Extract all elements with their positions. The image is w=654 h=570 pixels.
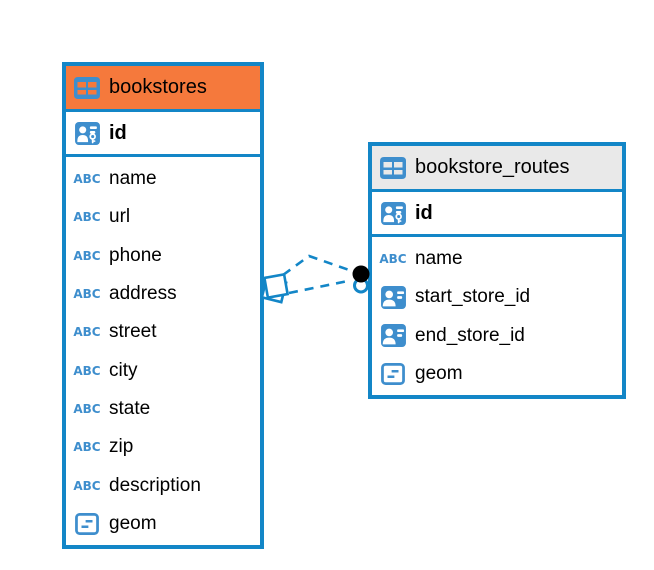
column-row-city[interactable]: ABC city <box>66 351 260 389</box>
column-name: end_store_id <box>415 324 525 346</box>
one-end-marker <box>352 265 370 294</box>
table-bookstores[interactable]: bookstores id ABC name ABC url ABC phone… <box>62 62 264 549</box>
primary-key-icon <box>73 122 101 145</box>
column-name: phone <box>109 244 162 266</box>
column-name: name <box>109 168 157 190</box>
geometry-type-icon <box>379 363 407 385</box>
connector-line-upper[interactable] <box>282 254 353 277</box>
text-type-icon: ABC <box>73 287 101 302</box>
table-title: bookstore_routes <box>415 156 570 178</box>
column-name: city <box>109 359 138 381</box>
table-title: bookstores <box>109 76 207 98</box>
many-end-marker <box>260 272 290 304</box>
column-name: name <box>415 248 463 270</box>
table-icon <box>73 77 101 99</box>
text-type-icon: ABC <box>73 363 101 378</box>
primary-key-icon <box>379 202 407 225</box>
reference-icon <box>379 286 407 309</box>
column-name: geom <box>415 362 463 384</box>
column-row-url[interactable]: ABC url <box>66 198 260 236</box>
column-name: address <box>109 283 177 305</box>
column-name: geom <box>109 512 157 534</box>
primary-key-row[interactable]: id <box>66 112 260 157</box>
column-row-phone[interactable]: ABC phone <box>66 237 260 275</box>
text-type-icon: ABC <box>73 172 101 187</box>
column-row-end-store-id[interactable]: end_store_id <box>372 317 622 355</box>
primary-key-name: id <box>415 201 433 224</box>
text-type-icon: ABC <box>73 440 101 455</box>
primary-key-name: id <box>109 121 127 144</box>
column-name: street <box>109 321 157 343</box>
column-name: state <box>109 397 151 419</box>
table-icon <box>379 157 407 179</box>
column-list: ABC name start_store_id end_store_id ge <box>372 237 622 395</box>
text-type-icon: ABC <box>73 210 101 225</box>
column-row-state[interactable]: ABC state <box>66 390 260 428</box>
geometry-type-icon <box>73 513 101 535</box>
column-row-address[interactable]: ABC address <box>66 275 260 313</box>
column-name: description <box>109 474 201 496</box>
column-row-zip[interactable]: ABC zip <box>66 428 260 466</box>
text-type-icon: ABC <box>73 478 101 493</box>
table-bookstore-routes-header[interactable]: bookstore_routes <box>372 146 622 192</box>
column-name: url <box>109 206 131 228</box>
column-row-street[interactable]: ABC street <box>66 313 260 351</box>
column-row-name[interactable]: ABC name <box>372 240 622 278</box>
column-name: start_store_id <box>415 286 531 308</box>
column-row-description[interactable]: ABC description <box>66 466 260 504</box>
connector-line-lower[interactable] <box>288 279 349 295</box>
relationship-connector[interactable] <box>260 254 370 304</box>
text-type-icon: ABC <box>73 248 101 263</box>
column-list: ABC name ABC url ABC phone ABC address A… <box>66 157 260 545</box>
text-type-icon: ABC <box>73 325 101 340</box>
column-name: zip <box>109 436 134 458</box>
primary-key-row[interactable]: id <box>372 192 622 237</box>
column-row-start-store-id[interactable]: start_store_id <box>372 278 622 316</box>
reference-icon <box>379 324 407 347</box>
table-bookstore-routes[interactable]: bookstore_routes id ABC name start_store… <box>368 142 626 399</box>
text-type-icon: ABC <box>73 401 101 416</box>
text-type-icon: ABC <box>379 252 407 267</box>
table-bookstores-header[interactable]: bookstores <box>66 66 260 112</box>
column-row-geom[interactable]: geom <box>372 355 622 393</box>
column-row-geom[interactable]: geom <box>66 505 260 543</box>
column-row-name[interactable]: ABC name <box>66 160 260 198</box>
